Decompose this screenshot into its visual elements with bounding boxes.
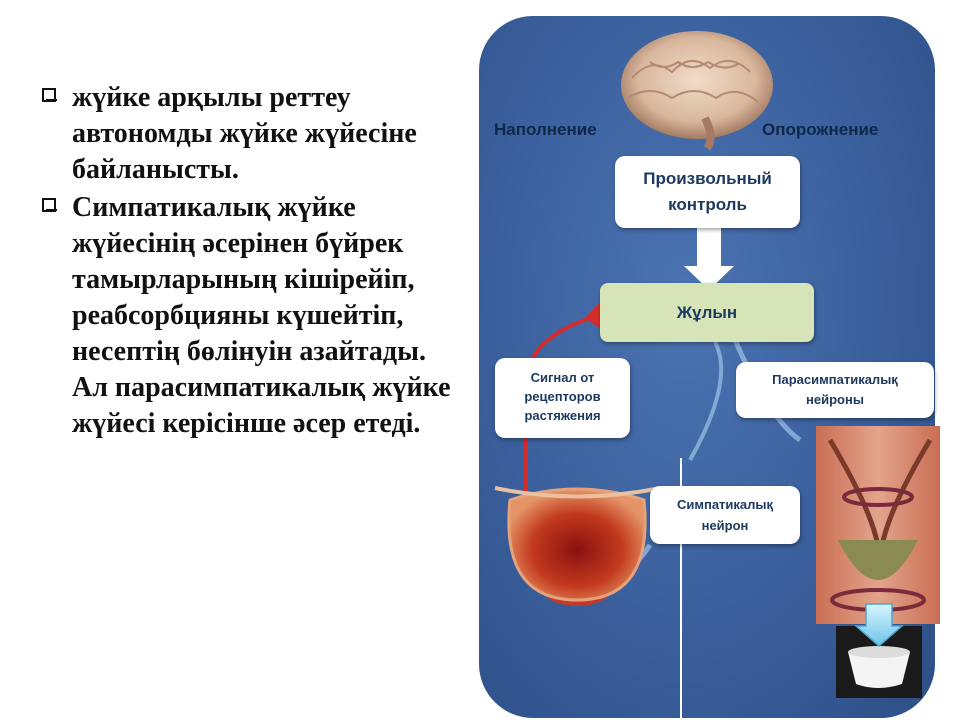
sympathetic-line1: Симпатикалық bbox=[676, 497, 774, 512]
bullet-item: Симпатикалық жүйке жүйесінің әсерінен бү… bbox=[40, 190, 460, 442]
parasympathetic-box: Парасимпатикалық нейроны bbox=[736, 362, 934, 418]
stretch-signal-box: Сигнал от рецепторов растяжения bbox=[495, 358, 630, 438]
stretch-signal-line3: растяжения bbox=[524, 408, 601, 423]
parasympathetic-line2: нейроны bbox=[806, 392, 864, 407]
checkbox-bullet-icon bbox=[42, 88, 57, 102]
sphincter-icon bbox=[816, 426, 940, 624]
parasympathetic-line1: Парасимпатикалық bbox=[772, 372, 898, 387]
divider-line bbox=[680, 458, 682, 718]
down-arrow-icon bbox=[684, 226, 734, 290]
spinal-cord-box: Жұлын bbox=[600, 283, 814, 342]
bladder-icon bbox=[494, 486, 661, 606]
stretch-signal-line1: Сигнал от bbox=[530, 370, 595, 385]
toilet-icon bbox=[836, 603, 922, 698]
voluntary-control-line2: контроль bbox=[668, 195, 747, 214]
bullet-item: жүйке арқылы реттеу автономды жүйке жүйе… bbox=[40, 80, 460, 188]
sympathetic-box: Симпатикалық нейрон bbox=[650, 486, 800, 544]
label-emptying: Опорожнение bbox=[762, 120, 879, 139]
voluntary-control-line1: Произвольный bbox=[643, 169, 772, 188]
text-bullets: жүйке арқылы реттеу автономды жүйке жүйе… bbox=[40, 80, 460, 444]
bullet-text: жүйке арқылы реттеу автономды жүйке жүйе… bbox=[72, 82, 417, 185]
label-filling: Наполнение bbox=[494, 120, 597, 139]
brain-icon bbox=[621, 31, 773, 151]
bullet-text: Симпатикалық жүйке жүйесінің әсерінен бү… bbox=[72, 192, 451, 439]
sympathetic-line2: нейрон bbox=[701, 518, 749, 533]
checkbox-bullet-icon bbox=[42, 198, 57, 212]
stretch-signal-line2: рецепторов bbox=[524, 389, 601, 404]
voluntary-control-box: Произвольный контроль bbox=[615, 156, 800, 228]
